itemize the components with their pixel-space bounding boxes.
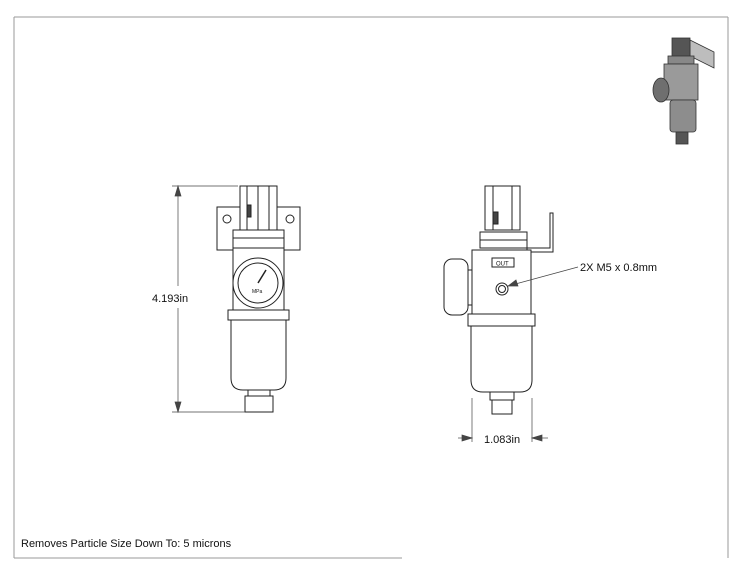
- height-dimension-label: 4.193in: [152, 293, 188, 305]
- sheet-border: [13, 16, 729, 559]
- side-view: [443, 185, 554, 415]
- isometric-thumbnail: [652, 37, 715, 145]
- thread-leader: [506, 266, 579, 287]
- front-view: [216, 185, 301, 413]
- thread-callout-label: 2X M5 x 0.8mm: [580, 262, 657, 274]
- out-port-label: OUT: [496, 262, 509, 268]
- gauge-unit-label: MPa: [252, 289, 263, 295]
- filtration-note: Removes Particle Size Down To: 5 microns: [21, 538, 232, 550]
- width-dimension-label: 1.083in: [484, 434, 520, 446]
- height-dimension-lines: [172, 184, 245, 414]
- width-dimension-lines: [458, 398, 548, 442]
